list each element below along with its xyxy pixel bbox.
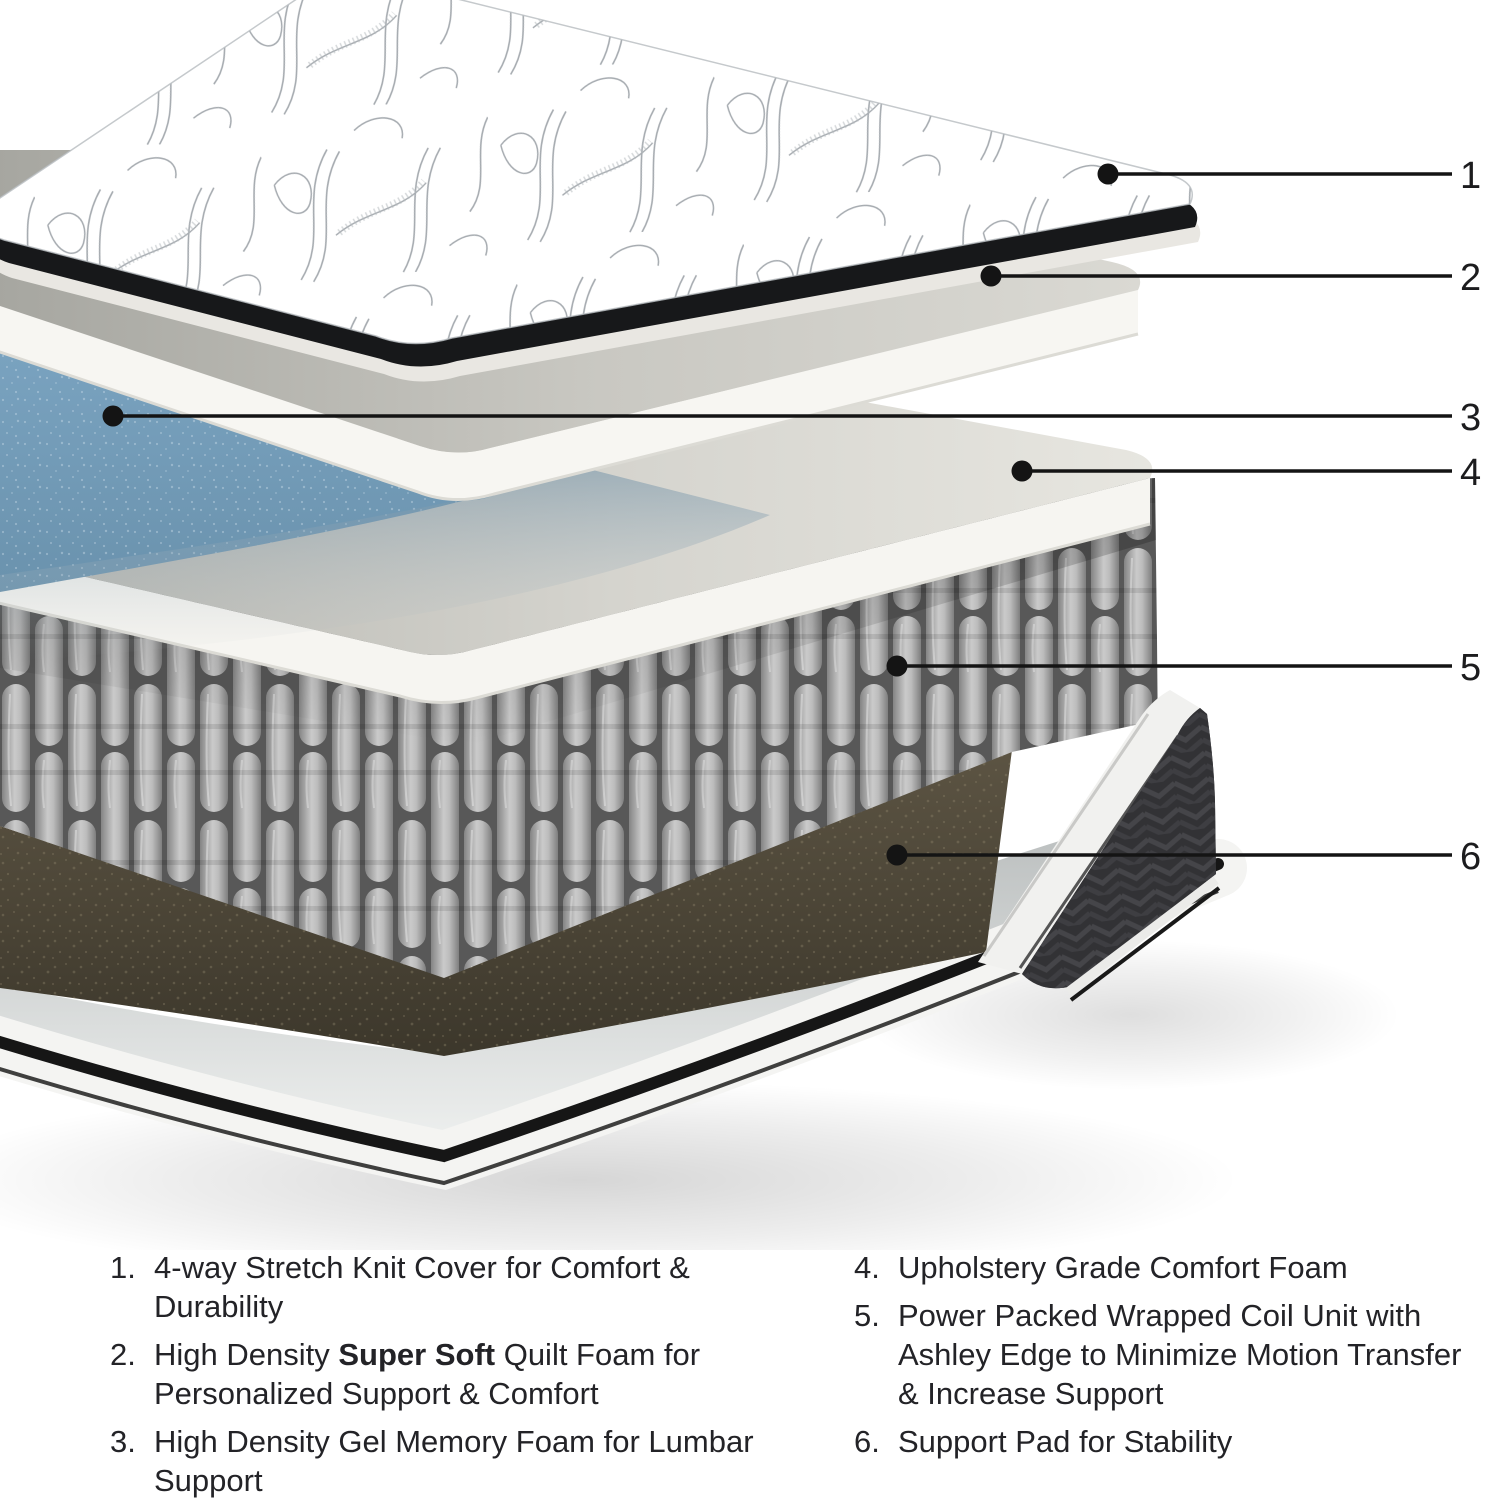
legend-item-text: Power Packed Wrapped Coil Unit with Ashl… <box>898 1296 1480 1413</box>
legend-item-4: 4. Upholstery Grade Comfort Foam <box>854 1248 1480 1287</box>
legend-item-number: 1. <box>110 1250 136 1285</box>
legend-item-text: High Density Super Soft Quilt Foam for P… <box>154 1335 810 1413</box>
legend-text-before: Support Pad for Stability <box>898 1424 1233 1459</box>
callout-number-1: 1 <box>1460 155 1481 197</box>
comfort-foam-bottom-edge <box>0 522 1151 705</box>
legend-column-right: 4. Upholstery Grade Comfort Foam 5. Powe… <box>854 1248 1480 1470</box>
legend-text-before: High Density <box>154 1337 339 1372</box>
legend-item-text: 4-way Stretch Knit Cover for Comfort & D… <box>154 1248 810 1326</box>
legend-item-3: 3. High Density Gel Memory Foam for Lumb… <box>110 1422 810 1500</box>
base-shell-bottom-edge <box>0 889 1219 1186</box>
quilt-foam-bottom-edge <box>0 332 1139 502</box>
legend-item-number: 3. <box>110 1424 136 1459</box>
legend-item-number: 2. <box>110 1337 136 1372</box>
corner-trim-band <box>978 690 1200 974</box>
legend-text-before: High Density Gel Memory Foam for Lumbar … <box>154 1424 754 1498</box>
legend-column-left: 1. 4-way Stretch Knit Cover for Comfort … <box>110 1248 810 1500</box>
callout-dot-2 <box>980 265 1002 287</box>
callout-number-4: 4 <box>1460 452 1481 494</box>
callout-dot-5 <box>886 655 908 677</box>
gel-foam-speckle <box>0 342 560 592</box>
callout-dots <box>102 163 1119 866</box>
legend-item-6: 6. Support Pad for Stability <box>854 1422 1480 1461</box>
callout-dot-1 <box>1097 163 1119 185</box>
legend-item-1: 1. 4-way Stretch Knit Cover for Comfort … <box>110 1248 810 1326</box>
legend-item-text: Upholstery Grade Comfort Foam <box>898 1248 1480 1287</box>
legend-item-5: 5. Power Packed Wrapped Coil Unit with A… <box>854 1296 1480 1413</box>
gel-foam-shadow <box>0 468 770 662</box>
callout-dot-3 <box>102 405 124 427</box>
support-pad-texture <box>0 750 1012 1056</box>
legend-text-before: Power Packed Wrapped Coil Unit with Ashl… <box>898 1298 1462 1411</box>
callout-numbers: 1 2 3 4 5 6 <box>1460 155 1481 878</box>
legend-item-text: High Density Gel Memory Foam for Lumbar … <box>154 1422 810 1500</box>
legend-item-number: 6. <box>854 1424 880 1459</box>
side-panel-texture <box>1022 708 1216 989</box>
corner-trim-edge <box>982 713 1150 957</box>
callout-number-3: 3 <box>1460 397 1481 439</box>
callout-number-6: 6 <box>1460 836 1481 878</box>
legend-text-after: Quilt Foam for Personalized Support & Co… <box>154 1337 701 1411</box>
legend-text-before: 4-way Stretch Knit Cover for Comfort & D… <box>154 1250 690 1324</box>
callouts <box>113 172 1452 857</box>
callout-dot-4 <box>1011 460 1033 482</box>
callout-number-5: 5 <box>1460 647 1481 689</box>
base-shell-inner-surface <box>0 800 1215 1154</box>
legend-item-2: 2. High Density Super Soft Quilt Foam fo… <box>110 1335 810 1413</box>
legend-item-number: 4. <box>854 1250 880 1285</box>
legend-item-number: 5. <box>854 1298 880 1333</box>
callout-number-2: 2 <box>1460 257 1481 299</box>
comfort-foam-front-face <box>0 478 1150 703</box>
callout-dot-6 <box>886 844 908 866</box>
side-panel-trim-black <box>1069 886 1221 1002</box>
side-panel-trim-white <box>1065 876 1219 996</box>
legend-text-before: Upholstery Grade Comfort Foam <box>898 1250 1348 1285</box>
mattress-diagram: 1 2 3 4 5 6 <box>0 0 1481 1250</box>
legend-item-text: Support Pad for Stability <box>898 1422 1480 1461</box>
knit-cover-outline <box>0 0 1193 345</box>
legend-text-bold: Super Soft <box>338 1337 496 1372</box>
